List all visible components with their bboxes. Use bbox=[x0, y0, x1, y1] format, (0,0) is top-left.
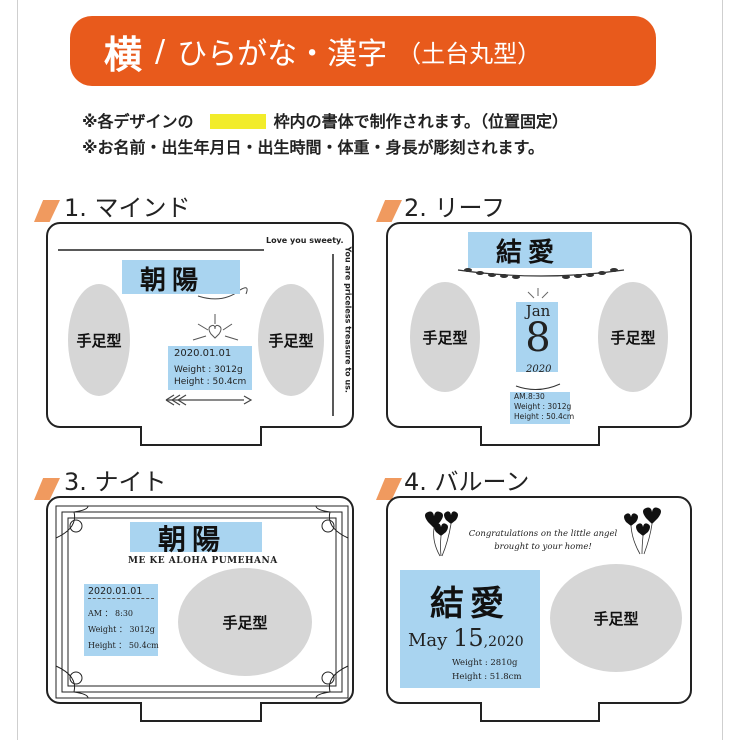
design-3-height: Height ： 50.4cm bbox=[88, 641, 159, 650]
note1-post: 枠内の書体で制作されます。（位置固定） bbox=[273, 112, 568, 131]
design-1-footprint-right: 手足型 bbox=[258, 284, 324, 396]
design-3-footprint: 手足型 bbox=[178, 568, 312, 676]
design-3-name: 朝陽 bbox=[158, 523, 227, 556]
note-font-area: ※各デザインの 枠内の書体で制作されます。（位置固定） bbox=[82, 108, 568, 132]
design-4-height: Height : 51.8cm bbox=[452, 672, 522, 682]
design-1-stand bbox=[140, 426, 262, 446]
design-1-top-text: Love you sweety. bbox=[266, 236, 344, 245]
design-2-time: AM.8:30 bbox=[514, 392, 545, 401]
design-3-weight: Weight ： 3012g bbox=[88, 625, 155, 634]
design-4-footprint: 手足型 bbox=[550, 564, 682, 672]
design-4-card: Congratulations on the little angel brou… bbox=[386, 496, 692, 704]
design-3-time: AM ： 8:30 bbox=[88, 609, 134, 618]
note-engraving: ※お名前・出生年月日・出生時間・体重・身長が彫刻されます。 bbox=[82, 138, 544, 157]
title-rest: ひらがな・漢字 bbox=[177, 37, 388, 72]
design-4-stand bbox=[480, 702, 600, 722]
title-slash: / bbox=[155, 33, 166, 69]
design-4-message-line1: Congratulations on the little angel bbox=[468, 529, 618, 539]
design-4-balloons bbox=[425, 507, 661, 557]
yellow-swatch bbox=[209, 114, 266, 129]
design-3-divider bbox=[88, 598, 154, 599]
design-1-decor bbox=[58, 249, 334, 416]
design-1-height: Height : 50.4cm bbox=[174, 377, 247, 387]
design-2-year: 2020 bbox=[526, 364, 552, 375]
design-4-name: 結愛 bbox=[430, 584, 510, 624]
title-main: 横 bbox=[104, 32, 144, 77]
design-4-label: 4. バルーン bbox=[404, 468, 530, 496]
title-sub: （土台丸型） bbox=[397, 39, 542, 68]
design-2-name: 結愛 bbox=[496, 238, 561, 268]
design-2-card: 結愛 手足型 手足型 Jan 8 2020 AM.8:30 Weight : 3… bbox=[386, 222, 692, 428]
design-2-name-box bbox=[468, 232, 592, 268]
design-2-height: Height : 50.4cm bbox=[514, 412, 575, 421]
design-1-info-box bbox=[168, 346, 252, 390]
design-3-subtitle: ME KE ALOHA PUMEHANA bbox=[128, 556, 278, 566]
design-1-name-box bbox=[122, 260, 240, 294]
design-3-name-box bbox=[130, 522, 262, 552]
design-2-decor bbox=[457, 268, 625, 390]
design-4-date-year: ,2020 bbox=[483, 634, 524, 650]
design-1-name: 朝陽 bbox=[140, 266, 205, 296]
design-3-ornament-frame bbox=[55, 505, 349, 699]
design-1-weight: Weight : 3012g bbox=[174, 365, 243, 375]
design-1-footprint-left: 手足型 bbox=[68, 284, 130, 396]
page-frame bbox=[17, 0, 723, 740]
design-3-label: 3. ナイト bbox=[64, 468, 167, 496]
title-banner: 横 / ひらがな・漢字 （土台丸型） bbox=[70, 16, 656, 86]
design-1-side-text: You are priceless treasure to us. bbox=[343, 246, 353, 393]
design-2-footprint-left: 手足型 bbox=[410, 282, 480, 392]
design-3-date: 2020.01.01 bbox=[88, 586, 143, 597]
design-4-date: May 15,2020 bbox=[408, 624, 524, 652]
design-1-card: 朝陽 Love you sweety. You are priceless tr… bbox=[46, 222, 354, 428]
design-3-card: 朝陽 ME KE ALOHA PUMEHANA 2020.01.01 AM ： … bbox=[46, 496, 354, 704]
design-2-month: Jan bbox=[525, 302, 551, 320]
design-4-message-line2: brought to your home! bbox=[494, 542, 592, 552]
design-2-stand bbox=[480, 426, 600, 446]
design-2-day: 8 bbox=[525, 315, 551, 361]
design-3-stand bbox=[140, 702, 262, 722]
design-2-weight: Weight : 3012g bbox=[514, 402, 572, 411]
design-4-date-day: 15 bbox=[453, 624, 484, 652]
design-1-label: 1. マインド bbox=[64, 194, 191, 222]
design-4-weight: Weight : 2810g bbox=[452, 658, 518, 668]
design-2-date-box bbox=[516, 302, 558, 372]
design-2-label: 2. リーフ bbox=[404, 194, 506, 222]
note1-pre: ※各デザインの bbox=[82, 112, 194, 131]
design-1-date: 2020.01.01 bbox=[174, 348, 232, 359]
design-4-name-box bbox=[400, 570, 540, 688]
design-3-info-box bbox=[84, 584, 158, 656]
design-4-date-month: May bbox=[408, 630, 448, 651]
design-2-footprint-right: 手足型 bbox=[598, 282, 668, 392]
design-2-info-box bbox=[510, 392, 570, 424]
